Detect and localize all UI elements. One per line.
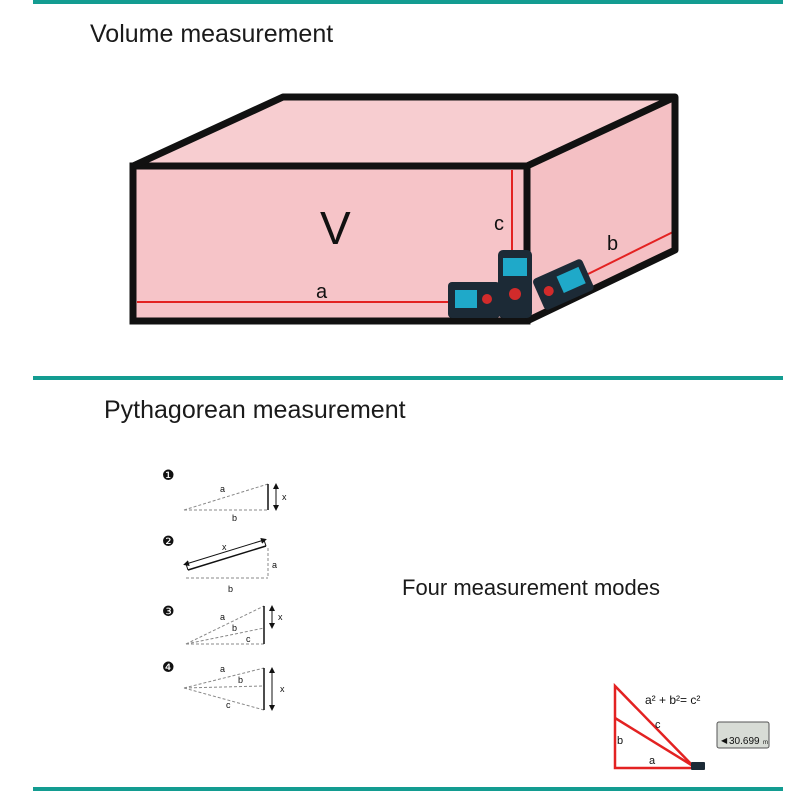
triangle-label-c: c: [655, 719, 661, 731]
mode-3-diagram: ❸ a b c x: [162, 603, 283, 645]
laser-device-icon-small: [691, 762, 705, 770]
edge-label-a: a: [316, 281, 328, 303]
box-front-outline: [129, 162, 531, 325]
pythagorean-heading: Pythagorean measurement: [104, 396, 406, 424]
box-top-outline: [131, 93, 679, 170]
formula-text: a² + b²= c²: [645, 693, 700, 707]
mode-2-label-x: x: [222, 542, 227, 552]
mode-2-number: ❷: [162, 533, 175, 549]
mode-4-label-x: x: [280, 684, 285, 694]
laser-device-icon-center: [498, 250, 532, 318]
mode-3-number: ❸: [162, 603, 175, 619]
volume-label: V: [320, 202, 351, 254]
display-unit: m: [763, 740, 768, 746]
laser-device-icon-right: [533, 259, 594, 310]
volume-illustration: V a c b: [129, 93, 679, 325]
pythagorean-formula-diagram: a² + b²= c² c b a ◀ 30.699 m: [605, 682, 785, 777]
mode-3-label-x: x: [278, 612, 283, 622]
mode-3-label-a: a: [220, 612, 225, 622]
mode-1-label-a: a: [220, 484, 225, 494]
box-side-outline: [525, 97, 679, 325]
box-top-face: [133, 97, 675, 166]
mode-4-diagram: ❹ a b c x: [162, 659, 285, 711]
mode-2-label-b: b: [228, 584, 233, 594]
mode-4-number: ❹: [162, 659, 175, 675]
mode-1-diagram: ❶ a b x: [162, 467, 287, 523]
laser-device-icon-left: [448, 282, 500, 318]
edge-label-c: c: [494, 213, 504, 235]
mode-1-label-b: b: [232, 513, 237, 523]
mode-1-number: ❶: [162, 467, 175, 483]
display-readout: ◀ 30.699 m: [716, 721, 770, 749]
mode-4-label-c: c: [226, 700, 231, 710]
mode-2-diagram: ❷ x a b: [162, 533, 277, 594]
modes-caption: Four measurement modes: [402, 575, 660, 600]
top-divider: [33, 0, 783, 4]
edge-label-b: b: [607, 233, 618, 255]
mode-3-label-b: b: [232, 623, 237, 633]
display-reading: 30.699: [729, 736, 760, 747]
volume-heading: Volume measurement: [90, 20, 334, 48]
mode-1-label-x: x: [282, 492, 287, 502]
measure-line-b: [579, 231, 674, 279]
mode-4-label-a: a: [220, 664, 225, 674]
middle-divider: [33, 376, 783, 380]
mode-2-label-a: a: [272, 560, 277, 570]
triangle-label-a: a: [649, 755, 656, 767]
bottom-divider: [33, 787, 783, 791]
pythagorean-modes-diagram: ❶ a b x ❷ x a b ❸ a b c x ❹: [162, 467, 287, 711]
mode-3-label-c: c: [246, 634, 251, 644]
mode-4-label-b: b: [238, 675, 243, 685]
triangle-label-b: b: [617, 735, 623, 747]
svg-text:◀: ◀: [721, 736, 728, 745]
